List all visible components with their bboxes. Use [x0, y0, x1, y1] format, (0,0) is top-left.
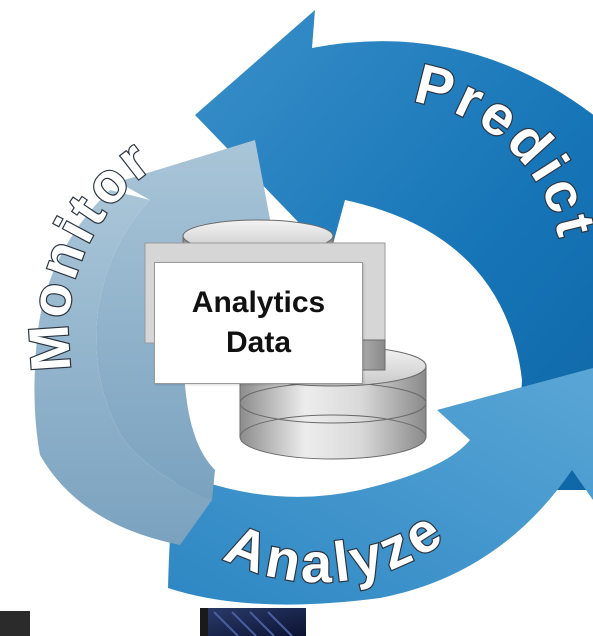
predict-arrow — [195, 10, 593, 490]
center-title-line1: Analytics — [191, 286, 326, 319]
center-title-line2: Data — [225, 326, 292, 359]
analytics-data-card: Analytics Data — [154, 262, 363, 384]
server-rack-icon — [0, 608, 306, 636]
analyze-arrow — [168, 368, 593, 605]
